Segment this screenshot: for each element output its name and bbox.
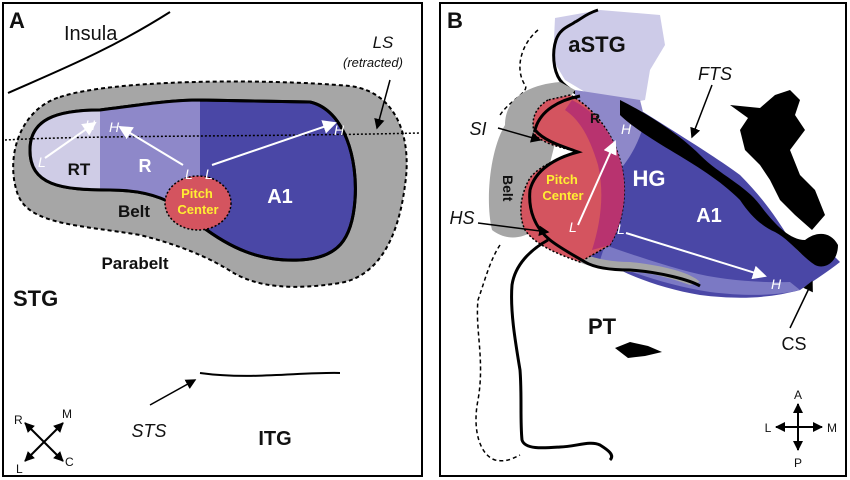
- si-pointer-arrow: [497, 127, 542, 143]
- pitch-center-b-line2: Center: [542, 188, 583, 203]
- stg-label: STG: [13, 286, 58, 311]
- compass-a-m: M: [62, 407, 72, 421]
- pt-boundary: [510, 238, 614, 462]
- rt-low-marker: L: [38, 154, 46, 170]
- a1-gradient-arrow: [211, 120, 337, 166]
- pitch-center-a: [164, 175, 232, 231]
- panel-a-frame: [2, 2, 423, 477]
- r-gradient-arrow: [118, 125, 184, 166]
- compass-a: [24, 422, 64, 462]
- fts-label: FTS: [698, 64, 732, 84]
- fts-sulcus: [620, 100, 838, 267]
- compass-b: [775, 403, 823, 451]
- parabelt-label: Parabelt: [101, 254, 168, 273]
- compass-b-m: M: [827, 421, 837, 435]
- rt-gradient-arrow: [44, 121, 97, 159]
- r-label-a: R: [139, 156, 152, 176]
- pt-blob: [615, 342, 662, 358]
- insula-line: [7, 11, 171, 94]
- compass-a-r: R: [14, 413, 23, 427]
- hg-high-marker: H: [621, 121, 632, 137]
- compass-b-l: L: [765, 421, 772, 435]
- compass-b-a: A: [794, 388, 802, 402]
- a1-high-marker-b: H: [771, 276, 782, 292]
- pitch-center-magenta: [565, 100, 625, 250]
- pt-label: PT: [588, 314, 617, 339]
- ls-pointer-arrow: [374, 79, 391, 130]
- rt-high-marker: H: [85, 117, 96, 133]
- fts-pointer-arrow: [690, 84, 713, 139]
- panel-b-letter: B: [447, 8, 463, 33]
- compass-a-c: C: [65, 455, 74, 469]
- cs-pointer-arrow: [789, 280, 813, 329]
- a1-low-marker-b: L: [617, 221, 625, 237]
- cs-sulcus: [730, 90, 825, 230]
- si-label: SI: [469, 119, 486, 139]
- itg-label: ITG: [258, 428, 291, 450]
- a1-low-marker: L: [205, 166, 213, 182]
- ls-label: LS: [373, 33, 394, 52]
- pitch-center-a-line1: Pitch: [181, 186, 213, 201]
- r-low-marker: L: [185, 166, 193, 182]
- panel-b-frame: [439, 2, 847, 477]
- astg-region: [553, 10, 665, 105]
- cs-label: CS: [781, 334, 806, 354]
- r-label-b: R: [590, 110, 600, 126]
- ls-dotted-line: [4, 132, 421, 141]
- ls-note: (retracted): [343, 55, 403, 70]
- panel-b: B aSTG FTS SI HS Belt R HG A1 Pitch Cent…: [439, 2, 847, 477]
- hs-label: HS: [449, 208, 474, 228]
- belt-label-b: Belt: [500, 175, 516, 202]
- panel-a-letter: A: [9, 8, 25, 33]
- pitch-center-a-line2: Center: [177, 202, 218, 217]
- hg-low-marker: L: [569, 219, 577, 235]
- sts-pointer-arrow: [149, 379, 197, 406]
- a1-region-b: [572, 96, 840, 298]
- a1-lower-band: [600, 245, 800, 295]
- panel-a: A Insula LS (retracted) RT R A1 Pitch Ce…: [2, 2, 423, 477]
- belt-label-a: Belt: [118, 202, 150, 221]
- a1-label-b: A1: [696, 205, 722, 227]
- a1-high-marker: H: [334, 122, 345, 138]
- astg-label: aSTG: [568, 32, 625, 57]
- compass-b-p: P: [794, 456, 802, 470]
- compass-a-l: L: [16, 462, 23, 476]
- hg-gradient-arrow: [577, 140, 617, 226]
- rt-label: RT: [68, 160, 91, 179]
- pitch-center-b-line1: Pitch: [546, 172, 578, 187]
- sts-label: STS: [131, 421, 166, 441]
- a1-gradient-arrow-b: [625, 232, 767, 280]
- a1-label-a: A1: [267, 186, 293, 208]
- hs-pointer-arrow: [477, 222, 550, 237]
- r-high-marker: H: [109, 119, 120, 135]
- dashed-boundary: [475, 29, 539, 462]
- hg-label: HG: [633, 166, 666, 191]
- sts-line: [199, 371, 341, 377]
- insula-label: Insula: [64, 23, 118, 45]
